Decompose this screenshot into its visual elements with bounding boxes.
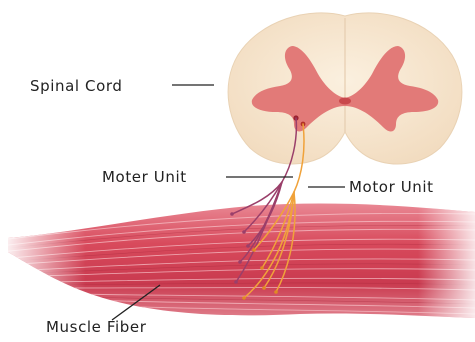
- central-canal: [339, 98, 351, 105]
- spinal-cord: [228, 13, 462, 164]
- moter-unit-label: Moter Unit: [102, 168, 187, 186]
- spinal-cord-label: Spinal Cord: [30, 77, 123, 95]
- motor-unit-label: Motor Unit: [349, 178, 434, 196]
- muscle-fiber-label: Muscle Fiber: [46, 318, 147, 336]
- muscle: [0, 200, 475, 325]
